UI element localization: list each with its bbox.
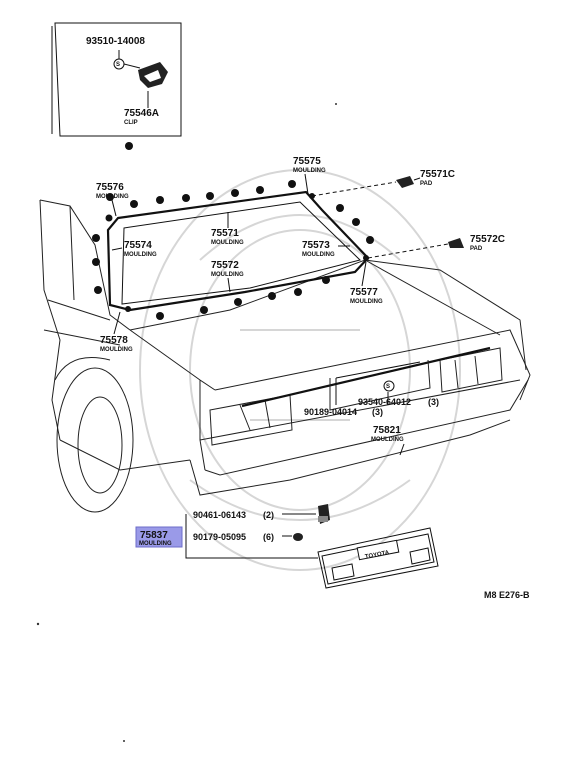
pad-icon-75571c: [311, 176, 414, 197]
svg-text:(3): (3): [372, 407, 383, 417]
svg-text:75576: 75576: [96, 182, 124, 193]
svg-text:75577: 75577: [350, 287, 378, 298]
svg-text:MOULDING: MOULDING: [139, 541, 172, 547]
inset-part-b: 75546A: [124, 108, 159, 119]
svg-text:75572: 75572: [211, 260, 239, 271]
svg-text:(2): (2): [263, 510, 274, 520]
toyota-badge: TOYOTA: [365, 550, 391, 561]
svg-text:75573: 75573: [302, 240, 330, 251]
svg-text:90189-04014: 90189-04014: [304, 407, 357, 417]
callout-75576: 75576 MOULDING: [96, 182, 129, 217]
svg-text:S: S: [386, 384, 390, 390]
inset-part-b-desc: CLIP: [124, 120, 138, 126]
svg-text:PAD: PAD: [470, 246, 483, 252]
svg-text:MOULDING: MOULDING: [293, 168, 326, 174]
svg-text:75575: 75575: [293, 156, 321, 167]
svg-text:MOULDING: MOULDING: [96, 194, 129, 200]
svg-text:75837: 75837: [140, 530, 168, 541]
svg-text:MOULDING: MOULDING: [100, 347, 133, 353]
callout-75578: 75578 MOULDING: [100, 311, 133, 353]
callout-75571: 75571 MOULDING: [211, 212, 244, 246]
svg-text:(6): (6): [263, 532, 274, 542]
clip-marker: [125, 142, 133, 150]
diagram-reference: M8 E276-B: [484, 590, 530, 600]
svg-text:MOULDING: MOULDING: [302, 252, 335, 258]
svg-text:75571: 75571: [211, 228, 239, 239]
svg-text:75578: 75578: [100, 335, 128, 346]
callout-75577: 75577 MOULDING: [350, 261, 383, 305]
callout-75571c: 75571C PAD: [413, 169, 455, 187]
rear-window-mouldings: [105, 190, 370, 312]
inset-box: 93510-14008 S 75546A CLIP: [51, 22, 182, 137]
svg-text:MOULDING: MOULDING: [211, 272, 244, 278]
svg-text:MOULDING: MOULDING: [124, 252, 157, 258]
callout-90189: 90189-04014 (3): [304, 361, 421, 417]
svg-text:75571C: 75571C: [420, 169, 455, 180]
svg-text:93540-64012: 93540-64012: [358, 397, 411, 407]
highlighted-part-75837: 75837 MOULDING: [135, 526, 183, 548]
clip-dots: [92, 180, 374, 320]
callout-75575: 75575 MOULDING: [293, 156, 326, 195]
clip-icon: [138, 62, 168, 88]
svg-text:75574: 75574: [124, 240, 152, 251]
callout-75574: 75574 MOULDING: [111, 240, 157, 258]
callout-90179: 90179-05095: [193, 532, 246, 542]
svg-text:75821: 75821: [373, 425, 401, 436]
car-body: [39, 199, 531, 513]
callout-75573: 75573 MOULDING: [302, 240, 350, 258]
callout-90461: 90461-06143: [193, 510, 246, 520]
screw-symbol: S: [116, 62, 120, 68]
svg-text:MOULDING: MOULDING: [371, 437, 404, 443]
svg-text:PAD: PAD: [420, 181, 433, 187]
garnish-assembly: 90461-06143 (2) 90179-05095 (6) TOYOTA: [185, 504, 439, 589]
inset-part-a: 93510-14008: [86, 36, 145, 47]
svg-text:(3): (3): [428, 397, 439, 407]
svg-text:MOULDING: MOULDING: [350, 299, 383, 305]
watermark: [139, 169, 461, 571]
callout-93540: S 93540-64012 (3): [358, 380, 439, 407]
callout-75572c: 75572C PAD: [470, 234, 505, 252]
callout-75572: 75572 MOULDING: [211, 260, 244, 293]
callout-75821: 75821 MOULDING: [371, 425, 405, 456]
pad-icon-75572c: [367, 238, 464, 259]
svg-text:MOULDING: MOULDING: [211, 240, 244, 246]
svg-text:75572C: 75572C: [470, 234, 505, 245]
